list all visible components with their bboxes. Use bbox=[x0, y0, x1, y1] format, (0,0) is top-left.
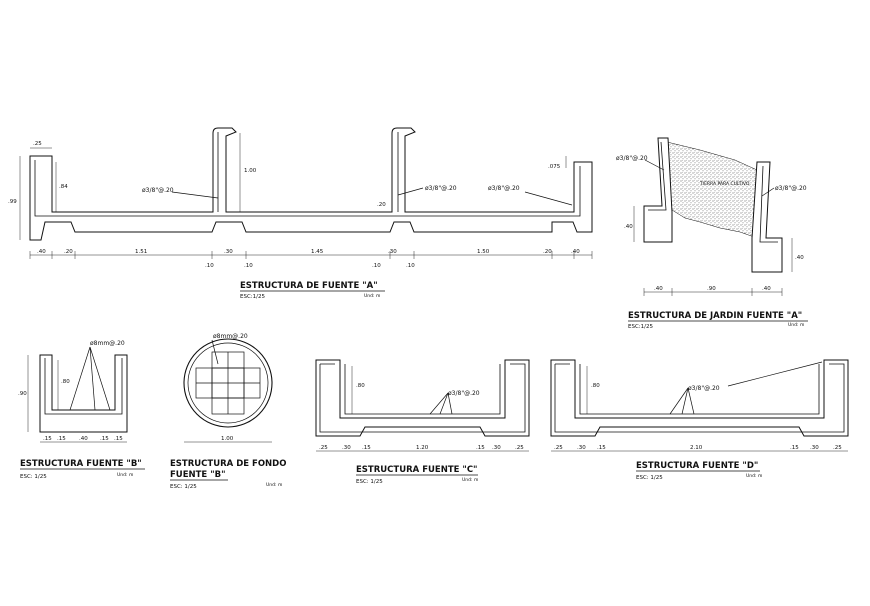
scale-fondo-b: ESC: 1/25 bbox=[170, 484, 197, 490]
dim-left-b-2: .80 bbox=[61, 379, 70, 385]
rebar-mesh bbox=[195, 351, 261, 415]
title-jardin-a: ESTRUCTURA DE JARDIN FUENTE "A" bbox=[628, 311, 802, 321]
dim-left-b-1: .90 bbox=[18, 391, 27, 397]
concrete-section-a bbox=[29, 127, 593, 241]
dim-under-a-4: .10 bbox=[406, 263, 415, 269]
section-fuente-d: ø3/8"@.20 .80 .25 .30 .15 2.10 .15 .30 .… bbox=[550, 359, 849, 481]
dim-top-a-2: .075 bbox=[548, 164, 561, 170]
rebar-label-fb-1: ø8mm@.20 bbox=[213, 333, 248, 340]
dim-bot-d-7: .25 bbox=[833, 445, 842, 451]
title-fuente-c: ESTRUCTURA FUENTE "C" bbox=[356, 465, 477, 475]
dim-bot-c-5: .15 bbox=[476, 445, 485, 451]
rebar-label-j-2: ø3/8"@.20 bbox=[775, 185, 807, 192]
unit-jardin-a: Und: m bbox=[788, 322, 804, 328]
dim-bot-b-1: .15 bbox=[43, 436, 52, 442]
dim-mid-a-2: .20 bbox=[377, 202, 386, 208]
dim-bot-a-8: .20 bbox=[543, 249, 552, 255]
dim-mid-a-1: 1.00 bbox=[244, 168, 257, 174]
title-fondo-b-1: ESTRUCTURA DE FONDO bbox=[170, 459, 286, 469]
unit-fuente-a: Und: m bbox=[364, 293, 380, 299]
dim-under-a-2: .10 bbox=[244, 263, 253, 269]
title-fuente-a: ESTRUCTURA DE FUENTE "A" bbox=[240, 281, 378, 291]
dim-bot-d-4: 2.10 bbox=[690, 445, 703, 451]
dim-bot-a-4: .30 bbox=[224, 249, 233, 255]
dim-bot-b-5: .15 bbox=[114, 436, 123, 442]
scale-fuente-b: ESC: 1/25 bbox=[20, 474, 47, 480]
rebar-label-a-2: ø3/8"@.20 bbox=[425, 185, 457, 192]
rebar-label-a-3: ø3/8"@.20 bbox=[488, 185, 520, 192]
title-fuente-b: ESTRUCTURA FUENTE "B" bbox=[20, 459, 142, 469]
dim-bot-d-5: .15 bbox=[790, 445, 799, 451]
rebar-label-c-1: ø3/8"@.20 bbox=[448, 390, 480, 397]
rebar-a bbox=[34, 132, 581, 217]
dim-bot-j-2: .90 bbox=[707, 286, 716, 292]
dim-bot-d-6: .30 bbox=[810, 445, 819, 451]
dim-bot-c-4: 1.20 bbox=[416, 445, 429, 451]
retaining-wall-left bbox=[643, 137, 673, 243]
rebar-label-a-1: ø3/8"@.20 bbox=[142, 187, 174, 194]
scale-jardin-a: ESC:1/25 bbox=[628, 324, 654, 330]
section-fuente-a: .25 .99 .84 1.00 .20 .075 ø3/8"@.20 ø3/8… bbox=[8, 127, 593, 300]
dim-bot-b-2: .15 bbox=[57, 436, 66, 442]
unit-fuente-c: Und: m bbox=[462, 477, 478, 483]
dim-bot-c-7: .25 bbox=[515, 445, 524, 451]
title-fondo-b-2: FUENTE "B" bbox=[170, 470, 226, 480]
dim-bot-j-3: .40 bbox=[762, 286, 771, 292]
dim-under-a-3: .10 bbox=[372, 263, 381, 269]
dim-bot-b-4: .15 bbox=[100, 436, 109, 442]
scale-fuente-c: ESC: 1/25 bbox=[356, 479, 383, 485]
concrete-section-d bbox=[550, 359, 849, 437]
dim-bot-a-6: .30 bbox=[388, 249, 397, 255]
dim-left-c-1: .80 bbox=[356, 383, 365, 389]
dim-bot-a-1: .40 bbox=[37, 249, 46, 255]
dim-left-j-1: .40 bbox=[624, 224, 633, 230]
dim-under-a-1: .10 bbox=[205, 263, 214, 269]
rebar-label-d-1: ø3/8"@.20 bbox=[688, 385, 720, 392]
slab-outline bbox=[183, 338, 273, 428]
dim-left-a-2: .84 bbox=[59, 184, 68, 190]
scale-fuente-d: ESC: 1/25 bbox=[636, 475, 663, 481]
dim-bot-d-2: .30 bbox=[577, 445, 586, 451]
unit-fondo-b: Und: m bbox=[266, 482, 282, 488]
dim-left-a-1: .99 bbox=[8, 199, 17, 205]
soil-note: TIERRA PARA CULTIVO bbox=[699, 181, 750, 187]
dim-bot-c-1: .25 bbox=[319, 445, 328, 451]
section-fuente-c: ø3/8"@.20 .80 .25 .30 .15 1.20 .15 .30 .… bbox=[315, 359, 530, 485]
dim-top-a-1: .25 bbox=[33, 141, 42, 147]
unit-fuente-d: Und: m bbox=[746, 473, 762, 479]
retaining-wall-right bbox=[751, 161, 783, 273]
dim-bot-a-7: 1.50 bbox=[477, 249, 490, 255]
title-fuente-d: ESTRUCTURA FUENTE "D" bbox=[636, 461, 758, 471]
dim-bot-b-3: .40 bbox=[79, 436, 88, 442]
dim-bot-j-1: .40 bbox=[654, 286, 663, 292]
unit-fuente-b: Und: m bbox=[117, 472, 133, 478]
dim-bot-c-6: .30 bbox=[492, 445, 501, 451]
dim-left-d-1: .80 bbox=[591, 383, 600, 389]
dim-right-j-1: .40 bbox=[795, 255, 804, 261]
section-jardin-a: TIERRA PARA CULTIVO ø3/8"@.20 ø3/8"@.20 … bbox=[616, 137, 808, 330]
dim-bot-c-2: .30 bbox=[342, 445, 351, 451]
rebar-label-j-1: ø3/8"@.20 bbox=[616, 155, 648, 162]
dim-bot-d-1: .25 bbox=[554, 445, 563, 451]
dim-bot-d-3: .15 bbox=[597, 445, 606, 451]
dim-bot-a-9: .40 bbox=[571, 249, 580, 255]
dim-bot-a-5: 1.45 bbox=[311, 249, 324, 255]
dim-bot-a-2: .20 bbox=[64, 249, 73, 255]
concrete-section-c bbox=[315, 359, 530, 437]
dim-diameter-fb: 1.00 bbox=[221, 436, 234, 442]
rebar-label-b-1: ø8mm@.20 bbox=[90, 340, 125, 347]
section-fuente-b: ø8mm@.20 .90 .80 .15 .15 .40 .15 .15 EST… bbox=[18, 340, 145, 480]
soil-fill bbox=[666, 141, 758, 239]
section-fondo-b: ø8mm@.20 1.00 ESTRUCTURA DE FONDO FUENTE… bbox=[170, 333, 286, 490]
concrete-section-b bbox=[39, 354, 128, 433]
scale-fuente-a: ESC:1/25 bbox=[240, 294, 266, 300]
dim-bot-a-3: 1.51 bbox=[135, 249, 147, 255]
dim-bot-c-3: .15 bbox=[362, 445, 371, 451]
